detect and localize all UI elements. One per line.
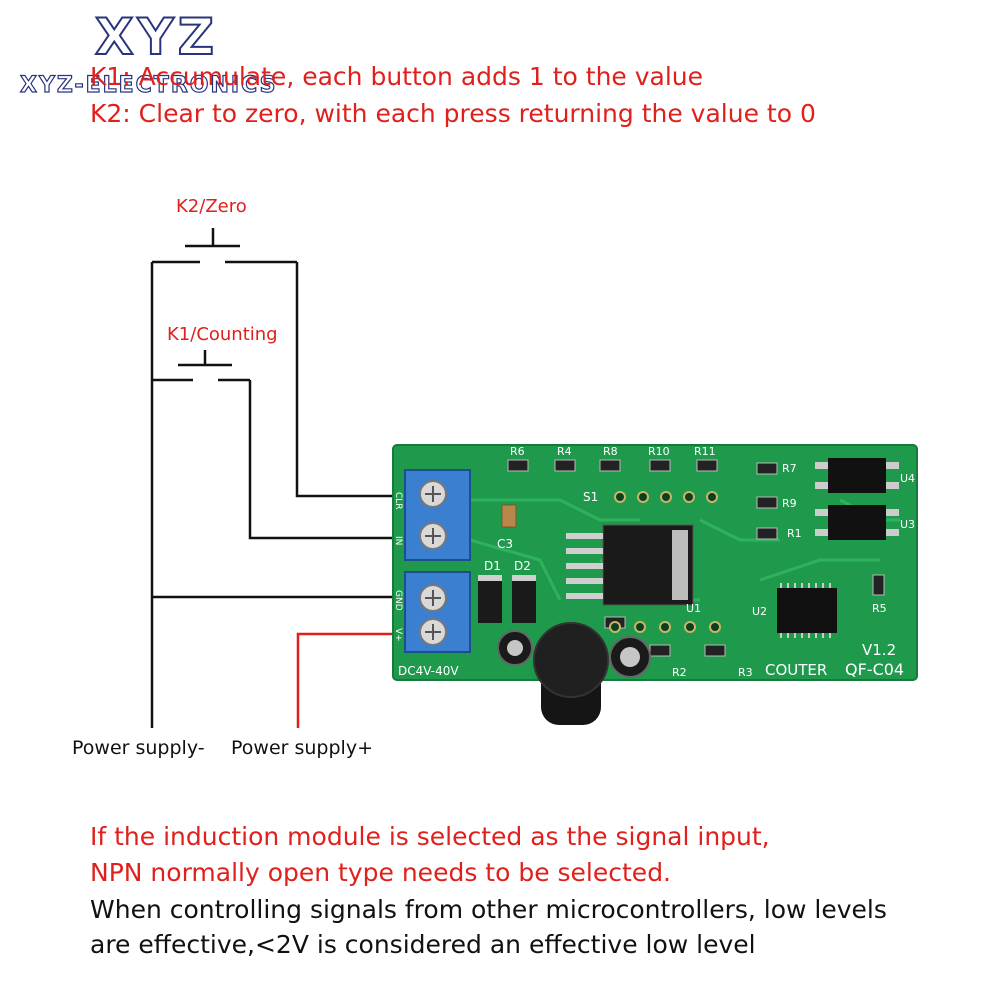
instruction-k2: K2: Clear to zero, with each press retur… xyxy=(90,99,816,128)
silk-r2: R2 xyxy=(672,666,687,679)
silk-terminal-gnd: GND xyxy=(393,590,403,611)
silk-c3: C3 xyxy=(497,537,513,551)
silk-r4: R4 xyxy=(557,445,572,458)
note-line-2: NPN normally open type needs to be selec… xyxy=(90,858,672,887)
watermark-logo: XYZ xyxy=(94,7,219,67)
positive-wire xyxy=(296,632,420,728)
capacitor-right xyxy=(609,636,651,678)
power-negative-label: Power supply- xyxy=(72,737,205,759)
silk-terminal-clr: CLR xyxy=(393,492,403,510)
silk-u4: U4 xyxy=(900,472,915,485)
header-s1 xyxy=(609,491,721,633)
silk-r10: R10 xyxy=(648,445,670,458)
watermark-brand-text: XYZ-ELECTRONICS xyxy=(19,72,278,98)
capacitor-c3 xyxy=(501,504,517,528)
k2-wire xyxy=(295,262,420,498)
silk-r3: R3 xyxy=(738,666,753,679)
inductor xyxy=(533,622,609,725)
instruction-k1: K1: Accumulate, each button adds 1 to th… xyxy=(90,62,704,91)
optocoupler-u3 xyxy=(815,505,899,540)
note-line-4: are effective,<2V is considered an effec… xyxy=(90,930,756,959)
silk-r6: R6 xyxy=(510,445,525,458)
silk-d2: D2 xyxy=(514,559,531,573)
silk-model: QF-C04 xyxy=(845,660,904,679)
terminal-block-signal xyxy=(404,469,471,561)
power-positive-label: Power supply+ xyxy=(231,737,373,759)
silk-version: V1.2 xyxy=(862,641,896,659)
capacitor-left xyxy=(497,630,533,666)
silkscreen: R6 R4 R8 R10 R11 R7 R9 R1 R5 R2 R3 U4 U3… xyxy=(393,445,915,679)
silk-name: COUTER xyxy=(765,661,827,679)
silk-r1: R1 xyxy=(787,527,802,540)
optocoupler-u4 xyxy=(815,458,899,493)
note-line-1: If the induction module is selected as t… xyxy=(90,822,770,851)
silk-r11: R11 xyxy=(694,445,716,458)
silk-r8: R8 xyxy=(603,445,618,458)
silk-d1: D1 xyxy=(484,559,501,573)
silk-s1: S1 xyxy=(583,490,598,504)
k2-label: K2/Zero xyxy=(176,196,247,217)
note-line-3: When controlling signals from other micr… xyxy=(90,895,887,924)
terminal-block-power xyxy=(404,571,471,653)
k1-wire xyxy=(248,380,420,540)
k1-label: K1/Counting xyxy=(167,324,278,345)
ic-u2 xyxy=(777,583,837,638)
silk-r7: R7 xyxy=(782,462,797,475)
silk-u3: U3 xyxy=(900,518,915,531)
regulator-u1 xyxy=(566,524,694,606)
silk-u1: U1 xyxy=(686,602,701,615)
diode-d1 xyxy=(478,575,502,623)
counter-module-pcb xyxy=(392,444,918,725)
silk-terminal-v: V+ xyxy=(393,628,403,642)
silk-r5: R5 xyxy=(872,602,887,615)
silk-voltage: DC4V-40V xyxy=(398,664,459,678)
diode-d2 xyxy=(512,575,536,623)
silk-u2: U2 xyxy=(752,605,767,618)
silk-r9: R9 xyxy=(782,497,797,510)
k2-switch-symbol xyxy=(152,228,297,264)
silk-terminal-in: IN xyxy=(393,536,403,545)
k1-switch-symbol xyxy=(152,350,250,382)
